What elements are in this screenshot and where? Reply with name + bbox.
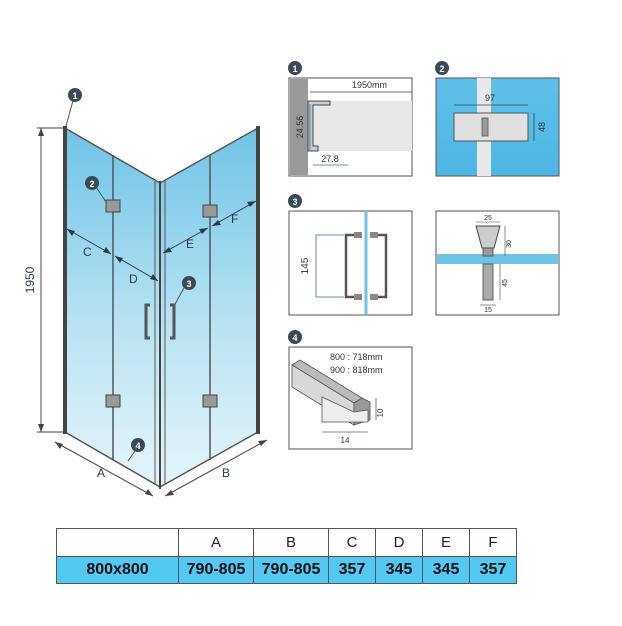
svg-text:97: 97 [485, 93, 495, 103]
svg-text:15: 15 [484, 307, 492, 314]
dimension-e: E [162, 227, 209, 254]
svg-text:2: 2 [89, 179, 94, 189]
label-f: F [231, 212, 238, 226]
svg-text:1: 1 [72, 91, 77, 101]
callout-4: 4 [127, 438, 145, 462]
label-e: E [186, 237, 194, 251]
dimension-b: B [164, 439, 268, 497]
table-header-cell: C [328, 528, 376, 557]
dimension-a: A [54, 441, 154, 497]
table-cell: 790-805 [253, 556, 329, 584]
svg-text:10: 10 [376, 408, 385, 417]
callout-3: 3 [173, 276, 196, 307]
table-header-cell: B [253, 528, 329, 557]
svg-text:27.8: 27.8 [321, 154, 339, 164]
svg-text:24.56: 24.56 [295, 116, 305, 139]
table-cell: 800x800 [56, 556, 179, 584]
table-cell: 345 [422, 556, 470, 584]
svg-text:30: 30 [506, 240, 513, 248]
svg-text:3: 3 [186, 279, 191, 289]
table-row: 800x800 790-805 790-805 357 345 345 357 [56, 556, 517, 584]
hinge [105, 394, 121, 408]
callout-2: 2 [85, 176, 107, 203]
table-header-cell: E [422, 528, 470, 557]
shower-enclosure [63, 126, 260, 489]
table-header-cell: F [469, 528, 517, 557]
svg-text:800 : 718mm: 800 : 718mm [330, 352, 383, 362]
table-header-cell [56, 528, 179, 557]
table-cell: 345 [375, 556, 423, 584]
detail-3-handle: 3 145 [288, 194, 413, 316]
svg-text:4: 4 [135, 441, 140, 451]
label-a: A [97, 466, 105, 480]
detail-4-seal: 4 800 : 718mm 900 : 818mm 14 10 [288, 330, 413, 450]
dimension-f: F [211, 200, 257, 227]
svg-text:1: 1 [292, 64, 297, 74]
hinge [202, 204, 218, 218]
svg-text:900 : 818mm: 900 : 818mm [330, 365, 383, 375]
dimension-c: C [66, 228, 112, 259]
svg-text:2: 2 [439, 64, 444, 74]
detail-1-profile: 1 1950mm 24.56 27.8 [288, 61, 413, 177]
table-cell: 357 [469, 556, 517, 584]
table-header-row: A B C D E F [56, 528, 517, 557]
door-handle [144, 303, 150, 340]
label-c: C [83, 245, 92, 259]
callout-1: 1 [65, 88, 82, 127]
svg-text:145: 145 [300, 257, 311, 274]
hinge [105, 199, 121, 213]
label-b: B [222, 466, 230, 480]
svg-text:1950mm: 1950mm [352, 80, 387, 90]
dimensions-table: A B C D E F 800x800 790-805 790-805 357 … [56, 528, 517, 584]
svg-text:3: 3 [292, 197, 297, 207]
svg-text:25: 25 [484, 215, 492, 222]
label-d: D [129, 272, 138, 286]
height-label: 1950 [23, 266, 37, 293]
table-header-cell: D [375, 528, 423, 557]
detail-3b-fixture: 25 30 45 15 [435, 210, 560, 316]
detail-2-hinge: 2 97 48 [435, 61, 560, 177]
svg-text:45: 45 [502, 279, 509, 287]
svg-text:4: 4 [292, 333, 297, 343]
door-handle [170, 303, 176, 340]
table-cell: 790-805 [178, 556, 254, 584]
table-header-cell: A [178, 528, 254, 557]
table-cell: 357 [328, 556, 376, 584]
svg-text:48: 48 [537, 122, 547, 132]
height-dimension: 1950 [23, 127, 63, 433]
hinge [202, 394, 218, 408]
svg-text:14: 14 [341, 436, 350, 445]
dimension-d: D [114, 255, 159, 286]
